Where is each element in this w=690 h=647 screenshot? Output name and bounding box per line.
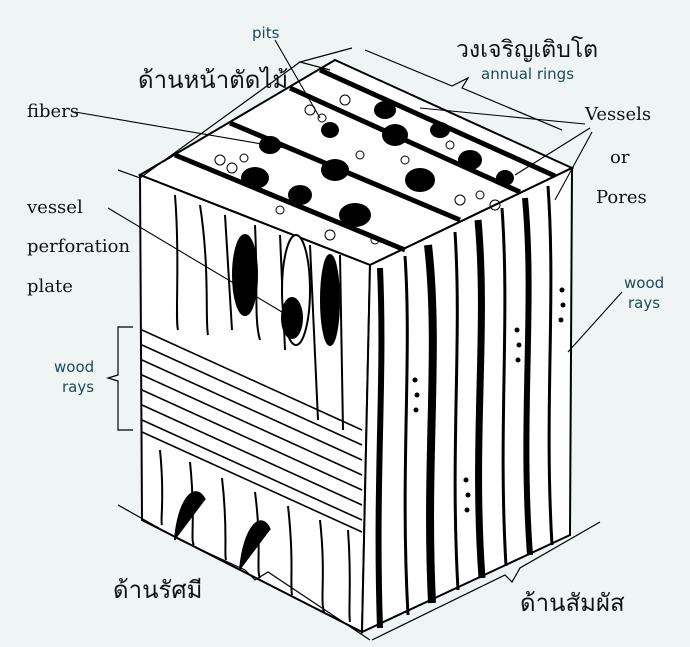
tangential-face-thai-label: ด้านสัมผัส bbox=[520, 589, 625, 617]
annual-rings-thai-label: วงเจริญเติบโต bbox=[456, 36, 598, 63]
radial-face-thai-label: ด้านรัศมี bbox=[113, 576, 202, 604]
vessels-label-line1: Vessels bbox=[584, 104, 651, 125]
wood-rays-right-label-line2: rays bbox=[628, 294, 660, 312]
wood-rays-left-label-line1: wood bbox=[54, 358, 94, 376]
vessel-perforation-label-line1: vessel bbox=[26, 197, 83, 218]
wood-rays-left-label-line2: rays bbox=[62, 378, 94, 396]
pits-label: pits bbox=[252, 24, 280, 42]
cross-section-thai-label: ด้านหน้าตัดไม้ bbox=[138, 66, 288, 94]
vessel-perforation-label-line2: perforation bbox=[27, 236, 130, 257]
wood-rays-right-label-line1: wood bbox=[624, 274, 664, 292]
fibers-label: fibers bbox=[27, 101, 79, 122]
wood-rays-right-pointer bbox=[568, 292, 622, 352]
vessels-label-line2: or bbox=[610, 147, 630, 168]
annual-rings-label: annual rings bbox=[481, 65, 574, 83]
wood-rays-left-bracket bbox=[108, 327, 133, 430]
wood-block-illustration bbox=[140, 60, 572, 632]
vessel-perforation-label-line3: plate bbox=[27, 276, 73, 297]
vessels-label-line3: Pores bbox=[596, 187, 647, 208]
